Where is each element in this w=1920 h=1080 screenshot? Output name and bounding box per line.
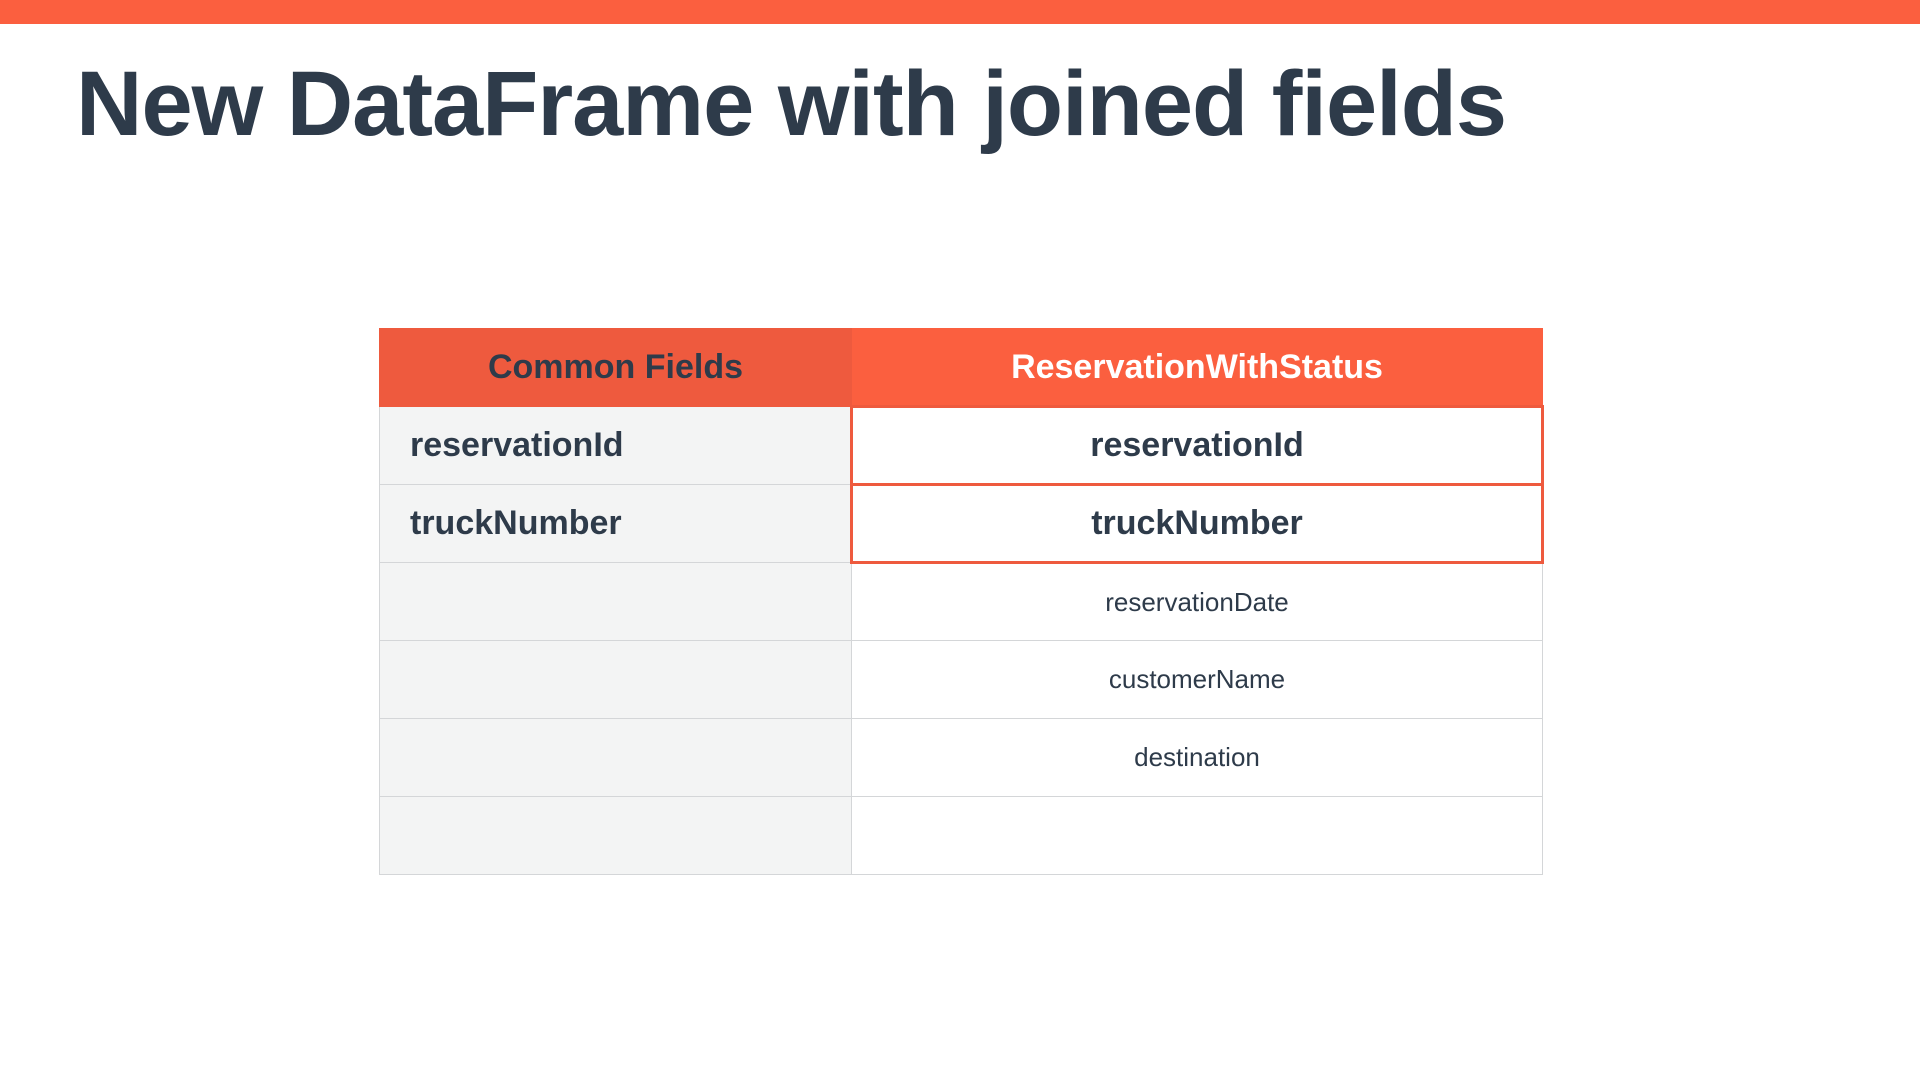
top-accent-bar [0,0,1920,24]
joined-field-cell: truckNumber [850,483,1544,564]
table-row: truckNumber truckNumber [379,483,1544,564]
common-field-cell [379,562,852,641]
common-field-cell [379,718,852,797]
header-reservation-with-status: ReservationWithStatus [851,328,1543,407]
common-field-cell: truckNumber [379,484,852,563]
table-row [379,796,1543,875]
common-field-cell [379,796,852,875]
reservation-field-cell [851,796,1543,875]
reservation-field-cell: customerName [851,640,1543,719]
joined-field-cell: reservationId [850,405,1544,486]
table-row: reservationId reservationId [379,405,1544,486]
table-row: destination [379,718,1543,797]
table-header-row: Common Fields ReservationWithStatus [379,328,1543,407]
reservation-field-cell: reservationDate [851,562,1543,641]
common-field-cell: reservationId [379,406,852,485]
header-common-fields: Common Fields [379,328,852,407]
common-field-cell [379,640,852,719]
table-row: customerName [379,640,1543,719]
slide-title: New DataFrame with joined fields [76,53,1507,155]
table-row: reservationDate [379,562,1543,641]
reservation-field-cell: destination [851,718,1543,797]
fields-table: Common Fields ReservationWithStatus rese… [379,328,1544,875]
